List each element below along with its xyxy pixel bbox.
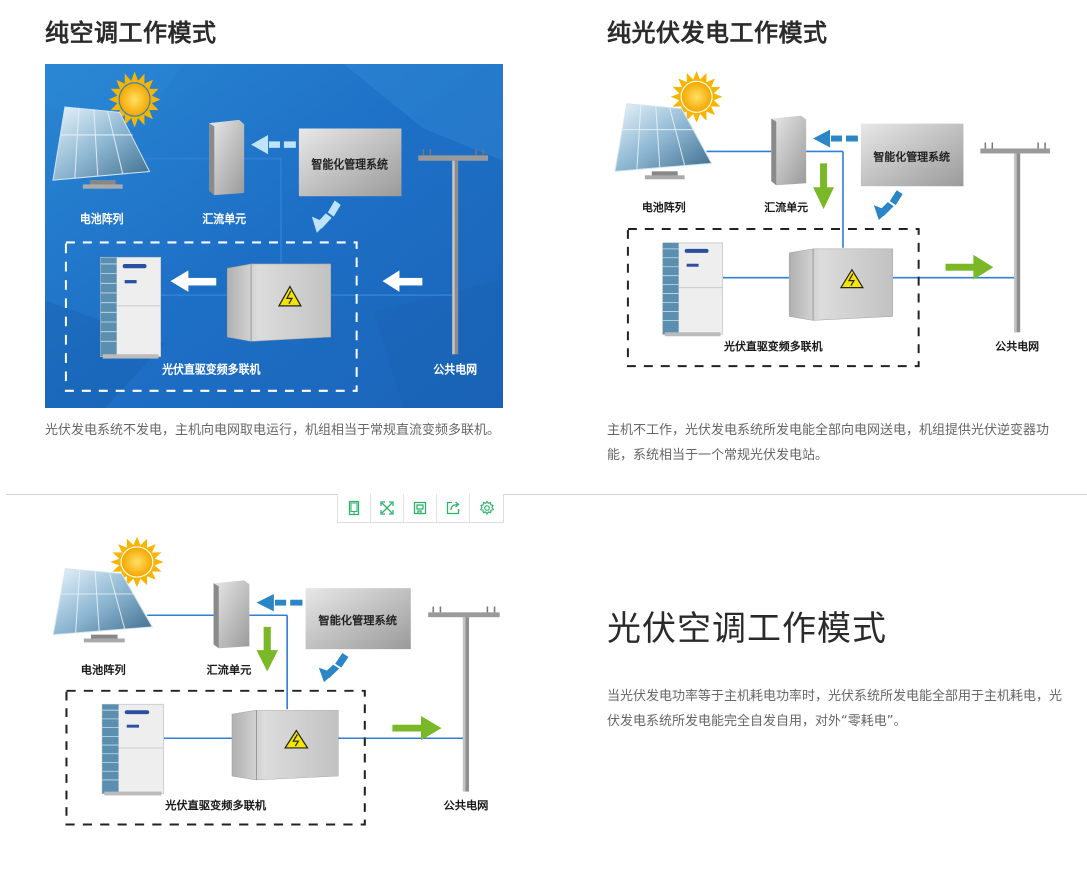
vrf-system-boundary <box>65 689 366 826</box>
fullscreen-button[interactable] <box>371 494 404 522</box>
management-system-box: 智能化管理系统 <box>860 123 964 187</box>
power-lines <box>144 157 456 296</box>
management-label: 智能化管理系统 <box>873 149 950 163</box>
combiner-label: 汇流单元 <box>764 200 808 214</box>
inverter-box-icon <box>226 263 332 342</box>
sun-icon <box>108 71 161 128</box>
vrf-system-boundary <box>64 241 358 392</box>
settings-button[interactable] <box>470 494 503 522</box>
description-pure-pv: 主机不工作，光伏发电系统所发电能全部向电网送电，机组提供光伏逆变器功能，系统相当… <box>607 423 1050 463</box>
solar-array-label: 电池阵列 <box>80 212 124 227</box>
grid-label: 公共电网 <box>444 798 489 812</box>
combiner-box-icon <box>209 119 245 196</box>
sun-icon <box>110 536 164 588</box>
power-lines <box>147 614 466 740</box>
fullscreen-icon <box>380 501 394 515</box>
high-voltage-warning-icon <box>277 285 302 307</box>
inverter-box-icon <box>788 248 894 321</box>
save-button[interactable] <box>404 494 437 522</box>
tablet-view-button[interactable] <box>338 494 371 522</box>
power-flow-arrow-inverter-to-grid <box>392 716 442 741</box>
management-label: 智能化管理系统 <box>311 157 388 172</box>
settings-icon <box>479 500 494 516</box>
management-label: 智能化管理系统 <box>318 613 397 627</box>
control-arrow-to-inverter <box>873 190 903 221</box>
share-icon <box>446 501 460 515</box>
combiner-label: 汇流单元 <box>206 663 251 677</box>
solar-panel-icon <box>52 568 154 643</box>
diagram-pure-pv-mode: 智能化管理系统 电池阵列 汇流单元 光伏直驱变频多联机 公共电网 <box>607 64 1065 382</box>
power-flow-arrow-combiner-down <box>813 163 835 210</box>
inverter-box-icon <box>231 709 339 781</box>
vrf-outdoor-unit-icon <box>101 703 165 796</box>
vrf-outdoor-unit-icon <box>100 256 161 359</box>
control-arrow-to-combiner <box>256 593 303 612</box>
description-pv-ac: 当光伏发电功率等于主机耗电功率时，光伏系统所发电能全部用于主机耗电，光伏发电系统… <box>607 689 1063 729</box>
grid-label: 公共电网 <box>433 362 477 377</box>
section-title-pure-ac: 纯空调工作模式 <box>45 19 217 47</box>
solar-panel-icon <box>52 106 151 189</box>
grid-label: 公共电网 <box>995 339 1039 353</box>
high-voltage-warning-icon <box>839 268 864 289</box>
power-flow-arrow-combiner-down <box>256 626 278 672</box>
share-button[interactable] <box>437 494 470 522</box>
combiner-label: 汇流单元 <box>202 212 246 227</box>
control-arrow-to-inverter <box>318 653 349 683</box>
combiner-box-icon <box>213 580 250 649</box>
high-voltage-warning-icon <box>284 729 309 749</box>
utility-pole-icon <box>418 148 489 355</box>
utility-pole-icon <box>428 606 500 792</box>
vrf-outdoor-unit-icon <box>662 242 723 337</box>
vrf-unit-label: 光伏直驱变频多联机 <box>161 362 261 377</box>
combiner-box-icon <box>771 115 807 186</box>
solar-array-label: 电池阵列 <box>642 200 686 214</box>
management-system-box: 智能化管理系统 <box>298 128 402 197</box>
control-arrow-to-combiner <box>251 134 296 155</box>
vrf-unit-label: 光伏直驱变频多联机 <box>164 798 266 812</box>
power-flow-arrow-inverter-to-unit <box>170 270 217 292</box>
power-flow-arrow-grid-to-inverter <box>382 270 423 292</box>
management-system-box: 智能化管理系统 <box>305 588 411 650</box>
vrf-unit-label: 光伏直驱变频多联机 <box>723 339 823 353</box>
solar-panel-icon <box>614 103 713 180</box>
tablet-icon <box>348 500 360 516</box>
section-divider <box>6 494 1087 495</box>
save-icon <box>413 501 427 515</box>
section-title-pure-pv: 纯光伏发电工作模式 <box>607 19 828 47</box>
floating-toolbar <box>337 494 504 523</box>
control-arrow-to-combiner <box>813 129 858 148</box>
diagram-pure-ac-mode: 智能化管理系统 电池阵列 汇流单元 光伏直驱变频多联机 公共电网 <box>45 64 503 408</box>
power-flow-arrow-inverter-to-grid <box>945 254 994 280</box>
utility-pole-icon <box>980 142 1051 333</box>
control-arrow-to-inverter <box>311 200 341 233</box>
description-pure-ac: 光伏发电系统不发电，主机向电网取电运行，机组相当于常规直流变频多联机。 <box>45 423 501 438</box>
vrf-system-boundary <box>626 227 920 368</box>
power-lines <box>706 150 1018 279</box>
sun-icon <box>670 70 723 123</box>
solar-array-label: 电池阵列 <box>81 663 126 677</box>
section-title-pv-ac: 光伏空调工作模式 <box>607 609 887 649</box>
diagram-pv-ac-mode: 智能化管理系统 电池阵列 汇流单元 光伏直驱变频多联机 公共电网 <box>45 530 515 840</box>
